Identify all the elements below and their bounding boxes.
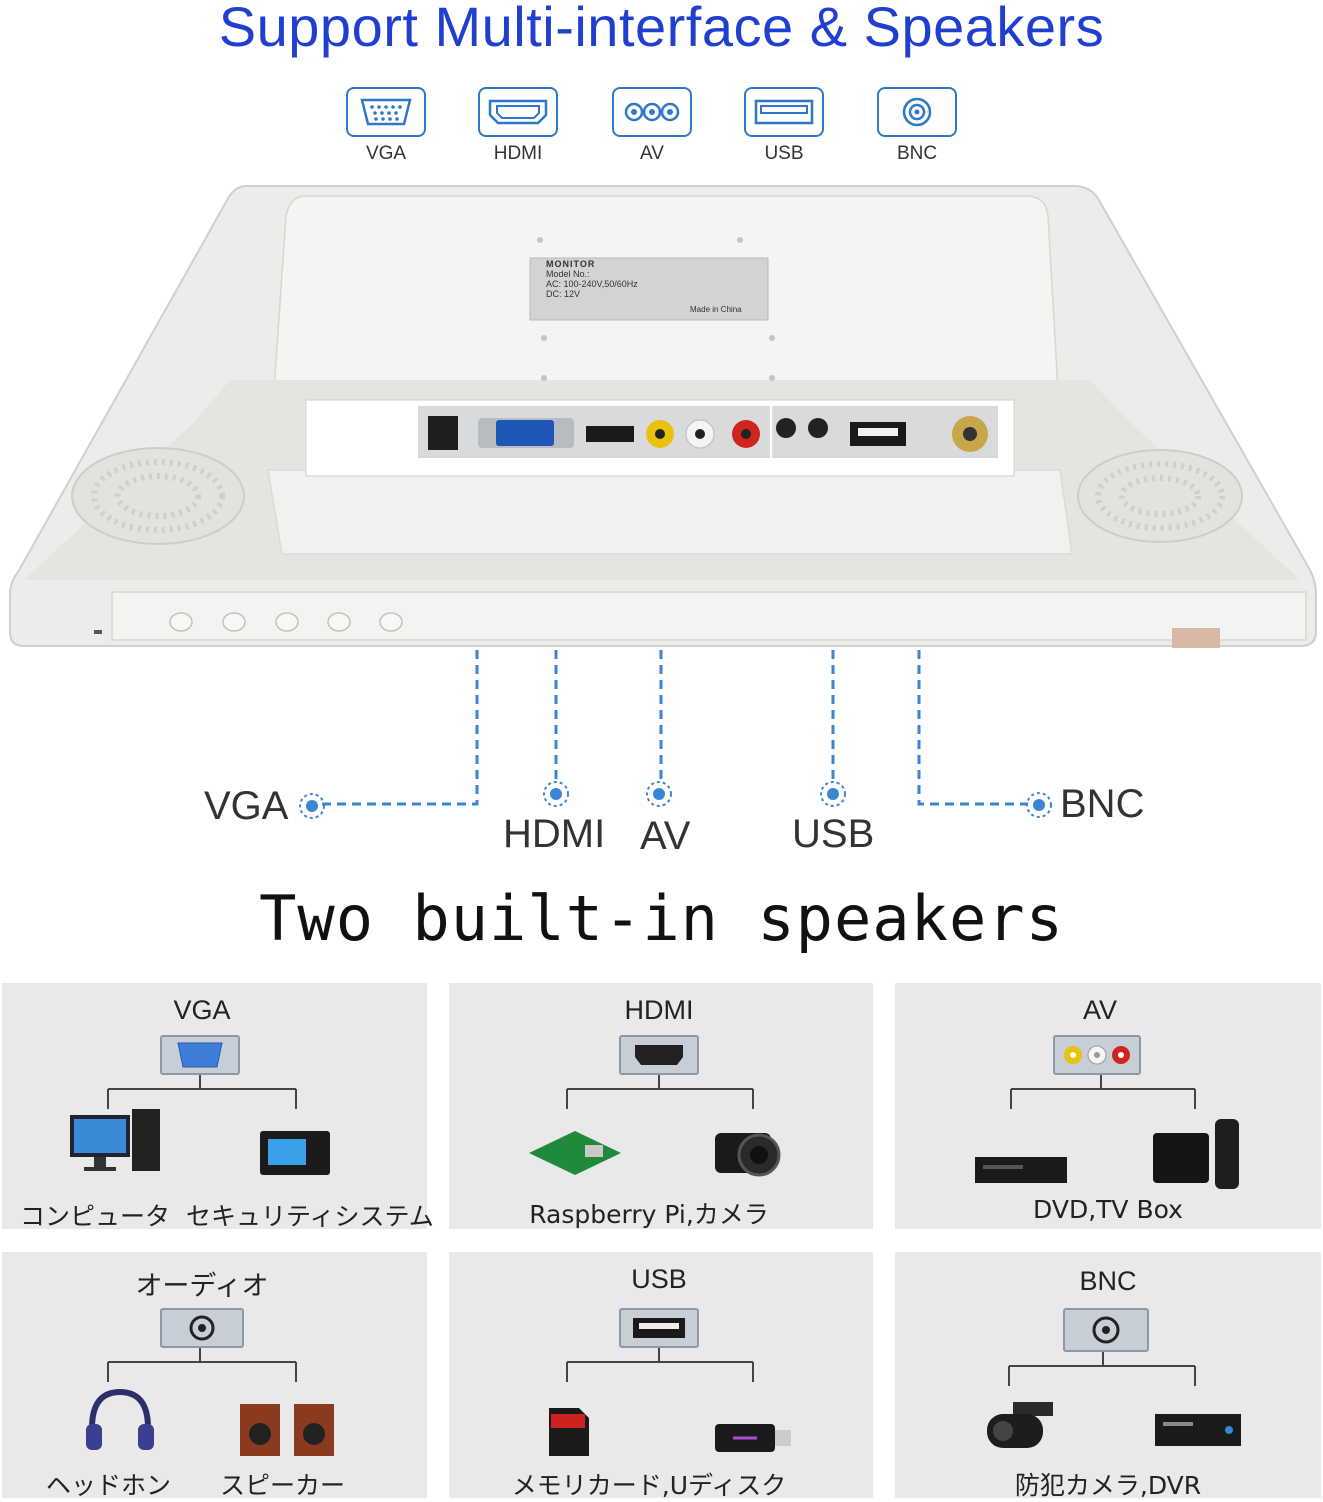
speakers-subtitle: Two built-in speakers — [259, 882, 1064, 955]
panel-caption: DVD,TV Box — [1033, 1195, 1183, 1224]
panel-av: AV DVD,TV Box — [895, 983, 1321, 1229]
panel-caption-right: スピーカー — [220, 1471, 346, 1500]
icon-label-vga: VGA — [365, 143, 407, 164]
dvr-recorder-icon — [1151, 1408, 1247, 1456]
av-rca-icon — [612, 87, 692, 137]
audio-jack-icon — [160, 1308, 244, 1348]
panel-heading: HDMI — [624, 995, 694, 1025]
computer-icon — [68, 1107, 168, 1179]
panel-usb: USB メモリカード,Uディスク — [449, 1252, 873, 1500]
rating-model: Model No.: — [546, 269, 590, 279]
rating-ac: AC: 100-240V,50/60Hz — [546, 279, 638, 289]
panel-caption: 防犯カメラ,DVR — [1014, 1471, 1202, 1500]
callout-av: AV — [640, 814, 691, 858]
security-dvr-icon — [258, 1129, 334, 1183]
callout-bnc: BNC — [1060, 782, 1145, 826]
tv-box-icon — [1149, 1115, 1249, 1195]
page-title: Support Multi-interface & Speakers — [218, 0, 1105, 58]
panel-caption: メモリカード,Uディスク — [511, 1471, 787, 1500]
connector-lines — [566, 1075, 754, 1109]
monitor-back-image — [9, 185, 1317, 648]
panel-heading: VGA — [173, 995, 231, 1025]
panel-heading: オーディオ — [135, 1271, 269, 1301]
icon-label-bnc: BNC — [896, 143, 938, 164]
panel-heading: AV — [1082, 995, 1117, 1025]
sd-card-icon — [545, 1404, 593, 1464]
bnc-port-icon — [877, 87, 957, 137]
speakers-icon — [236, 1398, 340, 1462]
hdmi-port-icon — [478, 87, 558, 137]
security-camera-icon — [983, 1398, 1063, 1462]
connector-lines — [107, 1075, 297, 1109]
panel-heading: USB — [631, 1264, 687, 1294]
panel-vga: VGA コンピュータ セキュリティシステム — [2, 983, 434, 1231]
rating-dc: DC: 12V — [546, 289, 581, 299]
panel-bnc: BNC 防犯カメラ,DVR — [895, 1252, 1321, 1500]
connector-lines — [1008, 1352, 1196, 1386]
icon-label-av: AV — [640, 143, 664, 164]
raspberry-pi-icon — [525, 1123, 625, 1187]
right-speaker-grille — [1077, 449, 1243, 543]
rating-heading: MONITOR — [546, 259, 596, 269]
connector-lines — [107, 1348, 297, 1382]
bnc-port-icon — [1063, 1308, 1149, 1352]
av-rca-icon — [1053, 1035, 1141, 1075]
callout-vga: VGA — [204, 784, 289, 828]
panel-caption-left: コンピュータ — [20, 1202, 171, 1231]
camera-icon — [711, 1119, 791, 1187]
connector-lines — [566, 1348, 754, 1382]
connector-lines — [1010, 1075, 1196, 1109]
monitor-rating-label: MONITOR Model No.: AC: 100-240V,50/60Hz … — [546, 259, 766, 299]
dvd-player-icon — [973, 1153, 1069, 1193]
vga-port-icon — [346, 87, 426, 137]
panel-hdmi: HDMI Raspberry Pi,カメラ — [449, 983, 873, 1229]
callout-lines — [299, 650, 1052, 819]
callout-usb: USB — [792, 812, 875, 856]
panel-caption-left: ヘッドホン — [46, 1471, 172, 1500]
vga-port-icon — [160, 1035, 240, 1075]
rating-made-in: Made in China — [690, 305, 742, 314]
usb-port-icon — [744, 87, 824, 137]
panel-audio: オーディオ ヘッドホン スピーカー — [2, 1252, 427, 1500]
hdmi-port-icon — [619, 1035, 699, 1075]
panel-caption: Raspberry Pi,カメラ — [529, 1200, 769, 1229]
callout-hdmi: HDMI — [503, 812, 606, 856]
panel-caption-right: セキュリティシステム — [186, 1202, 434, 1231]
usb-port-icon — [619, 1308, 699, 1348]
usb-flash-drive-icon — [711, 1418, 795, 1462]
left-speaker-grille — [71, 447, 245, 545]
icon-label-usb: USB — [764, 143, 804, 164]
icon-label-hdmi: HDMI — [493, 143, 543, 164]
panel-heading: BNC — [1079, 1266, 1137, 1296]
headphones-icon — [82, 1384, 158, 1462]
